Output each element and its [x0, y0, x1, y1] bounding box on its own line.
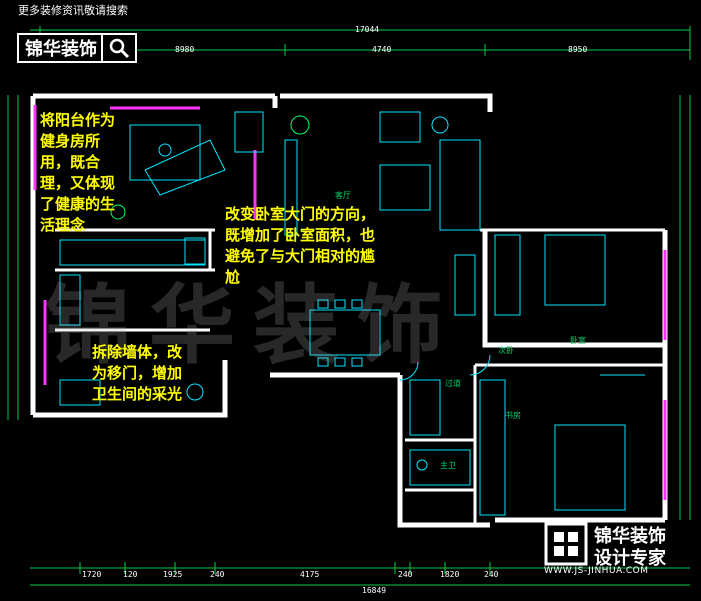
- dim-bottom-2: 120: [123, 570, 138, 579]
- room-label-corridor: 过道: [445, 379, 461, 388]
- dim-bottom-5: 4175: [300, 570, 320, 579]
- room-label-bedroom: 卧室: [570, 336, 586, 345]
- windows: [33, 105, 667, 500]
- top-search-text: 更多装修资讯敬请搜索: [18, 4, 128, 17]
- dim-bottom-1: 1720: [82, 570, 102, 579]
- interior-walls: [55, 228, 665, 525]
- dim-bottom-6: 240: [398, 570, 413, 579]
- room-label-second-bedroom: 次卧: [498, 346, 514, 355]
- dim-top-total: 17044: [355, 25, 380, 34]
- dim-top-1: 8980: [175, 45, 195, 54]
- annotation-bedroom-door: 改变卧室大门的方向，既增加了卧室面积，也避免了与大门相对的尴尬: [225, 205, 376, 286]
- brand-name: 锦华装饰: [25, 39, 97, 60]
- footer-url: WWW.JS-JINHUA.COM: [544, 566, 649, 576]
- exterior-walls: [30, 93, 668, 528]
- footer-tagline: 设计专家: [594, 548, 666, 569]
- dim-bottom-3: 1925: [163, 570, 183, 579]
- top-dimension-lines: [30, 26, 691, 60]
- room-label-bathroom: 主卫: [440, 461, 456, 470]
- plants: [110, 115, 310, 220]
- door-swings: [399, 354, 491, 381]
- logo-cube-mark: [544, 522, 588, 566]
- dim-bottom-8: 240: [484, 570, 499, 579]
- side-dimension-lines: [7, 95, 691, 520]
- brand-search-box: 锦华装饰: [17, 33, 137, 63]
- furniture: [59, 111, 645, 516]
- dim-top-3: 8950: [568, 45, 588, 54]
- dim-bottom-4: 240: [210, 570, 225, 579]
- search-button[interactable]: [100, 35, 135, 61]
- annotation-balcony: 将阳台作为健身房所用，既合理，又体现了健康的生活理念: [40, 111, 116, 234]
- annotation-bathroom: 拆除墙体，改为移门，增加卫生间的采光: [92, 343, 183, 403]
- footer-company: 锦华装饰: [594, 526, 666, 547]
- footer-logo: 锦华装饰 设计专家 WWW.JS-JINHUA.COM: [538, 522, 698, 598]
- dim-bottom-7: 1820: [440, 570, 460, 579]
- dim-bottom-total: 16849: [362, 586, 387, 595]
- search-icon: [109, 38, 129, 59]
- room-label-study: 书房: [505, 411, 521, 420]
- room-label-living: 客厅: [335, 191, 351, 200]
- dim-top-2: 4740: [372, 45, 392, 54]
- bottom-dimension-lines: [30, 562, 690, 586]
- watermark: 锦华装饰: [45, 276, 461, 376]
